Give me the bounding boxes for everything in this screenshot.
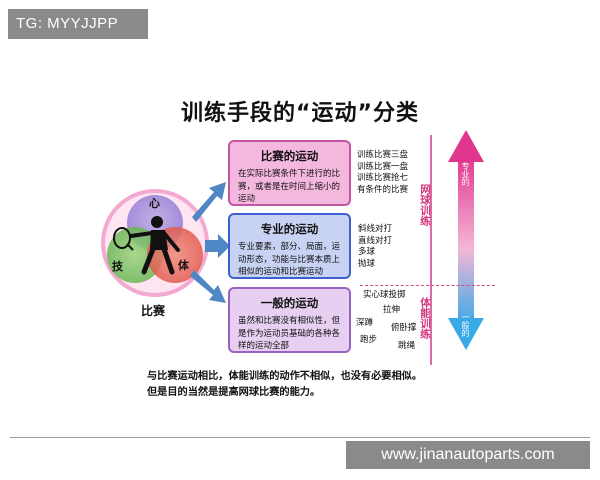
general-sport-title: 一般的运动 bbox=[260, 296, 319, 310]
tennis-training-label: 网球训练 bbox=[419, 184, 431, 226]
list-item: 训练比赛一盘 bbox=[357, 161, 409, 172]
list-item: 深蹲 bbox=[356, 318, 374, 328]
footer-line-2: 但是目的当然是提高网球比赛的能力。 bbox=[147, 387, 321, 398]
list-item: 训练比赛三盘 bbox=[357, 150, 409, 160]
list-item: 直线对打 bbox=[358, 235, 393, 246]
fitness-training-label: 体能训练 bbox=[419, 297, 431, 339]
specialized-sport-box: 专业的运动 专业要素，部分、局面，运动形态，功能与比赛本质上相似的运动和比赛运动 bbox=[228, 213, 351, 279]
list-item: 斜线对打 bbox=[358, 224, 393, 234]
arrow-label-general: 一般的 bbox=[461, 313, 470, 337]
general-examples: 实心球投掷 拉伸 深蹲 俯卧撑 跑步 跳绳 bbox=[355, 290, 430, 360]
specialized-sport-desc: 专业要素，部分、局面，运动形态，功能与比赛本质上相似的运动和比赛运动 bbox=[238, 242, 341, 277]
specialized-examples: 斜线对打 直线对打 多球 抛球 bbox=[358, 224, 392, 270]
diagram-title: 训练手段的“运动”分类 bbox=[181, 101, 419, 126]
arrow-to-competition bbox=[192, 182, 226, 222]
venn-caption: 比赛 bbox=[141, 304, 166, 318]
venn-circle-body bbox=[147, 227, 203, 283]
footer-line-1: 与比赛运动相比，体能训练的动作不相似，也没有必要相似。 bbox=[147, 371, 423, 382]
general-sport-box: 一般的运动 虽然和比赛没有相似性，但是作为运动员基础的各种各样的运动全部 bbox=[228, 287, 351, 353]
specialized-sport-title: 专业的运动 bbox=[260, 222, 319, 236]
dashed-divider bbox=[360, 285, 495, 286]
list-item: 抛球 bbox=[358, 258, 376, 269]
venn-label-body: 体 bbox=[178, 259, 189, 272]
list-item: 俯卧撑 bbox=[391, 323, 417, 333]
venn-label-skill: 技 bbox=[112, 260, 123, 273]
list-item: 有条件的比赛 bbox=[357, 184, 409, 195]
venn-label-mind: 心 bbox=[149, 197, 160, 210]
list-item: 多球 bbox=[358, 247, 376, 257]
bottom-watermark: www.jinanautoparts.com bbox=[346, 441, 590, 469]
competition-sport-title: 比赛的运动 bbox=[260, 149, 319, 163]
arrow-to-general bbox=[190, 270, 226, 303]
arrow-to-specialized bbox=[205, 234, 230, 258]
classification-axis bbox=[430, 135, 432, 365]
list-item: 训练比赛抢七 bbox=[357, 173, 409, 183]
footer-note: 与比赛运动相比，体能训练的动作不相似，也没有必要相似。 但是目的当然是提高网球比… bbox=[147, 369, 422, 401]
top-watermark: TG: MYYJJPP bbox=[8, 9, 148, 39]
general-sport-desc: 虽然和比赛没有相似性，但是作为运动员基础的各种各样的运动全部 bbox=[238, 316, 341, 351]
list-item: 拉伸 bbox=[383, 305, 401, 315]
tennis-player-icon bbox=[113, 216, 180, 275]
arrow-label-specialization: 专业的 bbox=[461, 162, 470, 186]
bottom-divider bbox=[10, 437, 590, 438]
competition-examples: 训练比赛三盘 训练比赛一盘 训练比赛抢七 有条件的比赛 bbox=[357, 150, 408, 196]
venn-circle-skill bbox=[107, 227, 163, 283]
list-item: 实心球投掷 bbox=[363, 290, 406, 300]
list-item: 跑步 bbox=[360, 335, 378, 345]
competition-sport-desc: 在实际比赛条件下进行的比赛，或者是在时间上缩小的运动 bbox=[238, 169, 341, 204]
competition-sport-box: 比赛的运动 在实际比赛条件下进行的比赛，或者是在时间上缩小的运动 bbox=[228, 140, 351, 206]
list-item: 跳绳 bbox=[398, 341, 416, 351]
